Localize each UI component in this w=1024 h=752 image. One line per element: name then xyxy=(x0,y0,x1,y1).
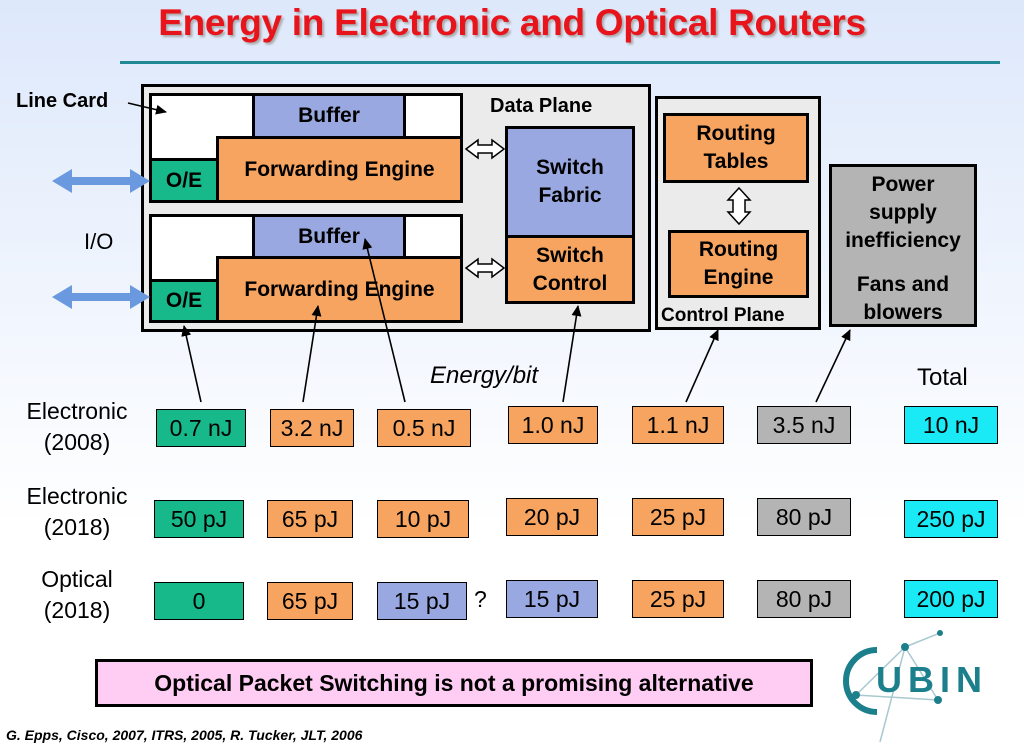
value-cell: 10 pJ xyxy=(377,500,469,538)
forwarding-engine-block-2: Forwarding Engine xyxy=(216,256,463,323)
energy-per-bit-label: Energy/bit xyxy=(430,362,539,389)
data-plane-label: Data Plane xyxy=(490,95,593,117)
value-cell: 1.0 nJ xyxy=(508,406,598,444)
value-cell: 3.2 nJ xyxy=(270,409,354,447)
cubin-logo-text: UBIN xyxy=(876,659,988,700)
value-cell: 65 pJ xyxy=(267,500,353,538)
line-card-label: Line Card xyxy=(16,90,109,112)
value-cell: 80 pJ xyxy=(757,498,851,536)
value-cell: 65 pJ xyxy=(267,582,353,620)
value-cell: 250 pJ xyxy=(904,500,998,538)
title-divider xyxy=(120,61,1000,64)
routing-engine-block: Routing Engine xyxy=(668,230,809,298)
value-cell: 1.1 nJ xyxy=(632,406,724,444)
value-cell: 15 pJ xyxy=(506,580,598,618)
io-arrow-2 xyxy=(52,285,150,309)
buffer-block-2: Buffer xyxy=(252,214,406,259)
value-cell: 0 xyxy=(154,582,244,620)
total-label: Total xyxy=(917,364,968,391)
value-cell: 20 pJ xyxy=(506,498,598,536)
row-label-optical-2018: Optical (2018) xyxy=(41,566,113,623)
line-card-pointer xyxy=(127,102,167,115)
value-cell: 10 nJ xyxy=(904,406,998,444)
io-label: I/O xyxy=(84,229,114,254)
forwarding-engine-block-1: Forwarding Engine xyxy=(216,136,463,203)
value-cell: 25 pJ xyxy=(632,498,724,536)
switch-control-block: Switch Control xyxy=(505,235,635,304)
value-cell: 25 pJ xyxy=(632,580,724,618)
switch-link-arrows xyxy=(464,138,752,279)
buffer-block-1: Buffer xyxy=(252,93,406,139)
power-supply-block: Power supply inefficiency Fans and blowe… xyxy=(829,164,977,327)
value-cell: 0.5 nJ xyxy=(377,409,471,447)
oe-block-2: O/E xyxy=(149,279,219,323)
value-cell: 50 pJ xyxy=(154,500,244,538)
value-cell: 15 pJ xyxy=(377,582,467,620)
energy-pointer-arrows xyxy=(181,238,851,403)
cubin-logo-mark xyxy=(843,630,943,743)
io-arrow-1 xyxy=(52,169,150,193)
question-mark: ? xyxy=(474,586,487,612)
routing-tables-block: Routing Tables xyxy=(663,113,809,183)
power-supply-label: Power supply inefficiency xyxy=(845,173,961,252)
switch-fabric-block: Switch Fabric xyxy=(505,126,635,238)
fans-label: Fans and blowers xyxy=(856,273,950,324)
row-label-electronic-2018: Electronic (2018) xyxy=(26,483,128,540)
value-cell: 200 pJ xyxy=(904,580,998,618)
value-cell: 0.7 nJ xyxy=(156,409,246,447)
control-plane-label: Control Plane xyxy=(661,305,785,326)
row-label-electronic-2008: Electronic (2008) xyxy=(26,398,128,455)
value-cell: 3.5 nJ xyxy=(757,406,851,444)
oe-block-1: O/E xyxy=(149,158,219,203)
page-title: Energy in Electronic and Optical Routers xyxy=(158,2,866,43)
citation: G. Epps, Cisco, 2007, ITRS, 2005, R. Tuc… xyxy=(6,727,363,743)
conclusion-banner: Optical Packet Switching is not a promis… xyxy=(95,659,813,707)
value-cell: 80 pJ xyxy=(757,580,851,618)
